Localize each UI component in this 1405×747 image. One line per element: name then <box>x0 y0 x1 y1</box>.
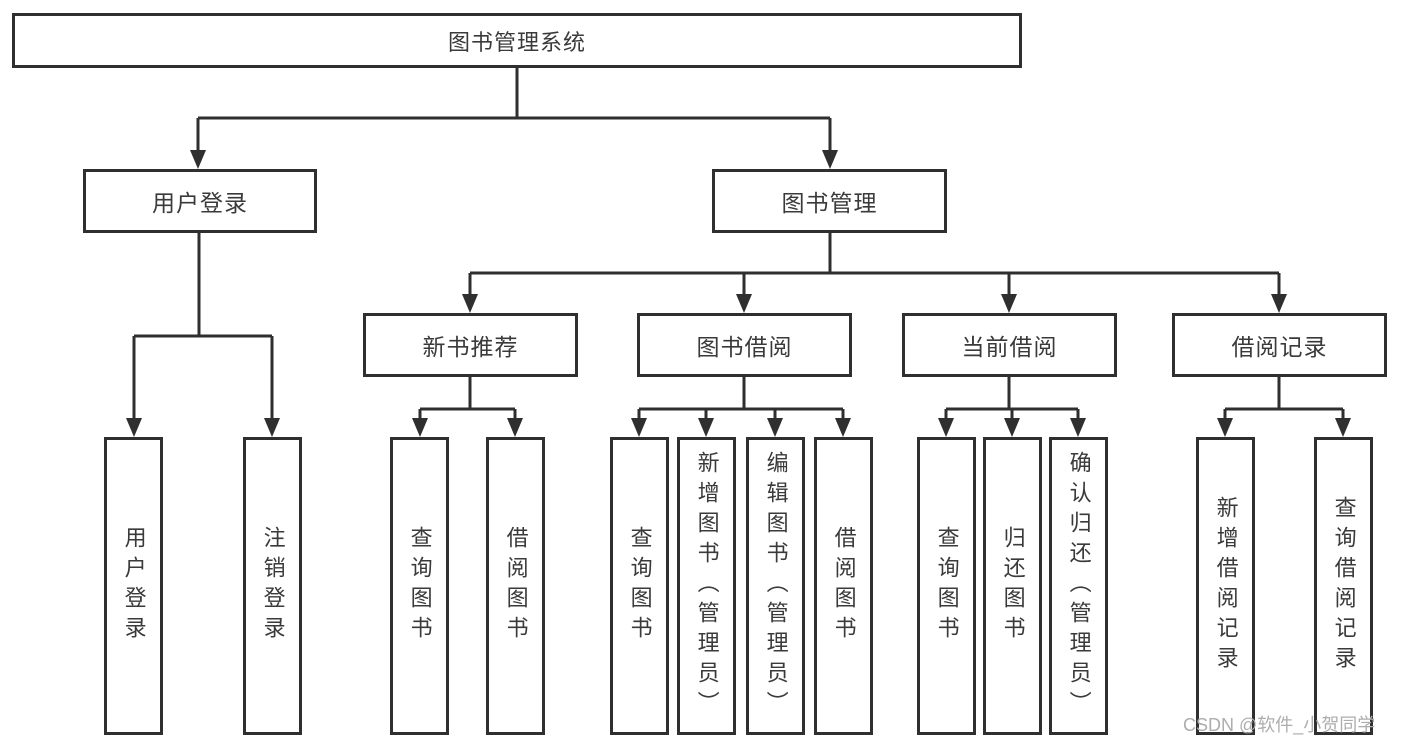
node-label: 图书借阅 <box>696 334 793 360</box>
leaf-query-books-current: 查询图书 <box>917 437 976 735</box>
node-label: 借阅图书 <box>831 526 857 646</box>
node-label: 归还图书 <box>1000 526 1026 646</box>
leaf-borrow-books-recommend: 借阅图书 <box>486 437 545 735</box>
leaf-confirm-return-admin: 确认归还（管理员） <box>1049 437 1108 735</box>
leaf-query-books-recommend: 查询图书 <box>390 437 449 735</box>
node-label: 用户登录 <box>121 526 147 646</box>
node-label: 借阅图书 <box>503 526 529 646</box>
node-label: 查询借阅记录 <box>1331 496 1357 676</box>
node-label: 查询图书 <box>627 526 653 646</box>
node-user-login: 用户登录 <box>83 169 317 233</box>
leaf-query-books-borrow: 查询图书 <box>610 437 669 735</box>
node-library-management-system: 图书管理系统 <box>12 13 1022 68</box>
node-label: 当前借阅 <box>961 334 1058 360</box>
node-label: 图书管理 <box>781 190 878 216</box>
leaf-return-books: 归还图书 <box>983 437 1042 735</box>
node-label: 用户登录 <box>152 190 248 216</box>
node-label: 新增图书（管理员） <box>694 451 720 721</box>
leaf-logout: 注销登录 <box>243 437 302 735</box>
node-current-borrowing: 当前借阅 <box>902 313 1117 377</box>
node-label: 借阅记录 <box>1231 334 1328 360</box>
node-label: 编辑图书（管理员） <box>763 451 789 721</box>
leaf-user-login: 用户登录 <box>104 437 163 735</box>
node-book-borrowing: 图书借阅 <box>637 313 852 377</box>
node-book-management: 图书管理 <box>712 169 947 233</box>
node-label: 新书推荐 <box>422 334 519 360</box>
node-label: 注销登录 <box>260 526 286 646</box>
csdn-watermark: CSDN @软件_小贺同学 <box>1183 715 1376 735</box>
leaf-borrow-books: 借阅图书 <box>814 437 873 735</box>
leaf-add-borrow-record: 新增借阅记录 <box>1196 437 1255 735</box>
node-label: 图书管理系统 <box>447 29 586 55</box>
node-label: 新增借阅记录 <box>1213 496 1239 676</box>
leaf-add-books-admin: 新增图书（管理员） <box>677 437 736 735</box>
node-borrowing-records: 借阅记录 <box>1172 313 1387 377</box>
node-label: 查询图书 <box>934 526 960 646</box>
leaf-edit-books-admin: 编辑图书（管理员） <box>746 437 805 735</box>
node-label: 确认归还（管理员） <box>1066 451 1092 721</box>
node-label: 查询图书 <box>407 526 433 646</box>
leaf-query-borrow-record: 查询借阅记录 <box>1314 437 1373 735</box>
node-new-book-recommendation: 新书推荐 <box>363 313 578 377</box>
